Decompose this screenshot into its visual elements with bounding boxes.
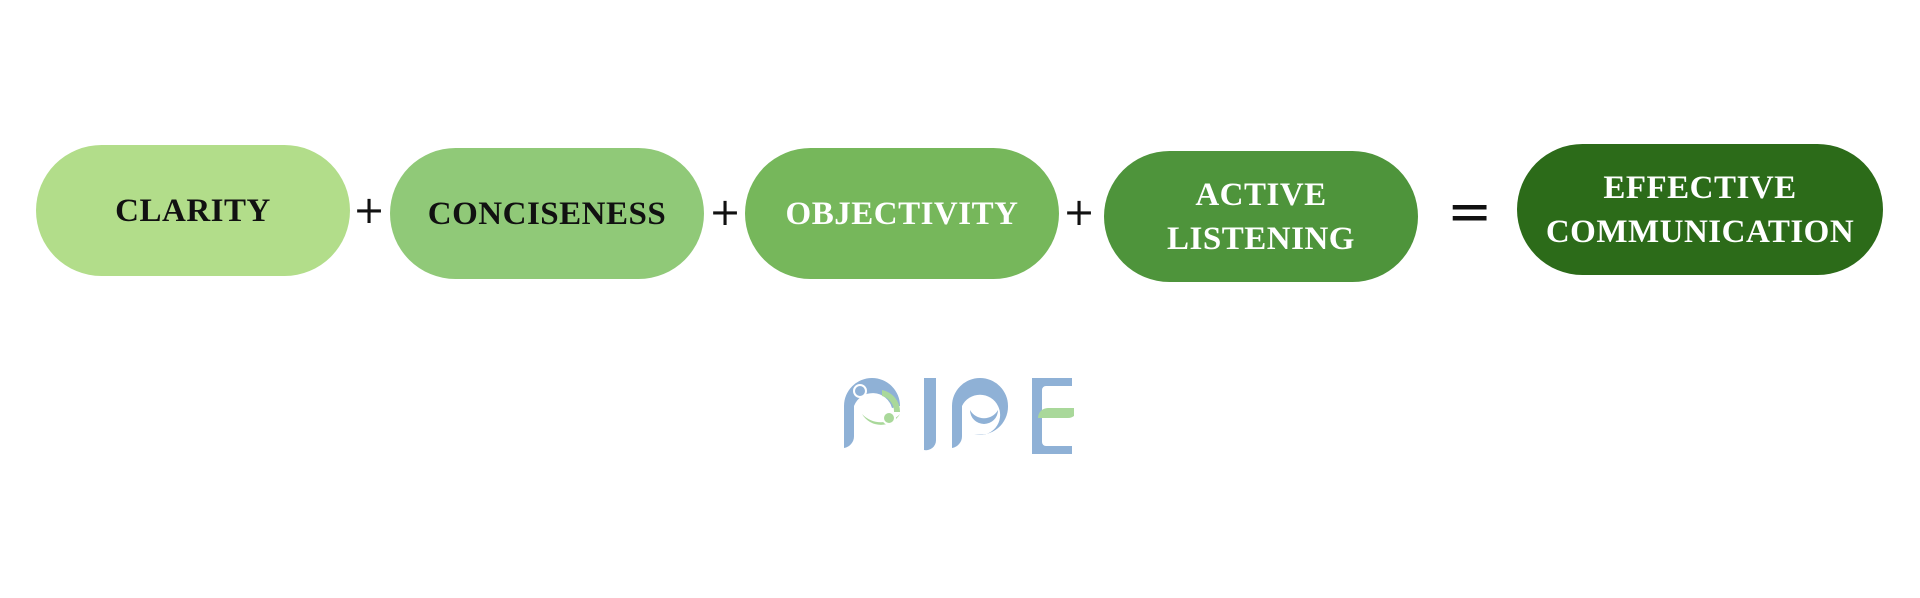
- term-objectivity-label: OBJECTIVITY: [785, 195, 1019, 232]
- pipe-logo: [844, 378, 1074, 454]
- logo-letter-e: [1032, 378, 1074, 454]
- term-clarity-label: CLARITY: [115, 192, 271, 229]
- equals-operator: =: [1447, 180, 1493, 243]
- term-active-listening: ACTIVE LISTENING: [1104, 151, 1418, 282]
- term-clarity: CLARITY: [36, 145, 350, 276]
- term-conciseness: CONCISENESS: [390, 148, 704, 279]
- term-objectivity: OBJECTIVITY: [745, 148, 1059, 279]
- plus-operator-3: +: [1063, 190, 1095, 234]
- term-conciseness-label: CONCISENESS: [427, 195, 667, 232]
- term-active-listening-label: ACTIVE LISTENING: [1167, 176, 1355, 257]
- result-effective-communication: EFFECTIVE COMMUNICATION: [1517, 144, 1883, 275]
- logo-letter-i: [924, 378, 937, 451]
- result-label: EFFECTIVE COMMUNICATION: [1545, 169, 1855, 250]
- plus-operator-2: +: [709, 190, 741, 234]
- plus-operator-1: +: [353, 188, 385, 232]
- logo-letter-p1: [844, 378, 901, 448]
- logo-letter-p2: [952, 378, 1009, 448]
